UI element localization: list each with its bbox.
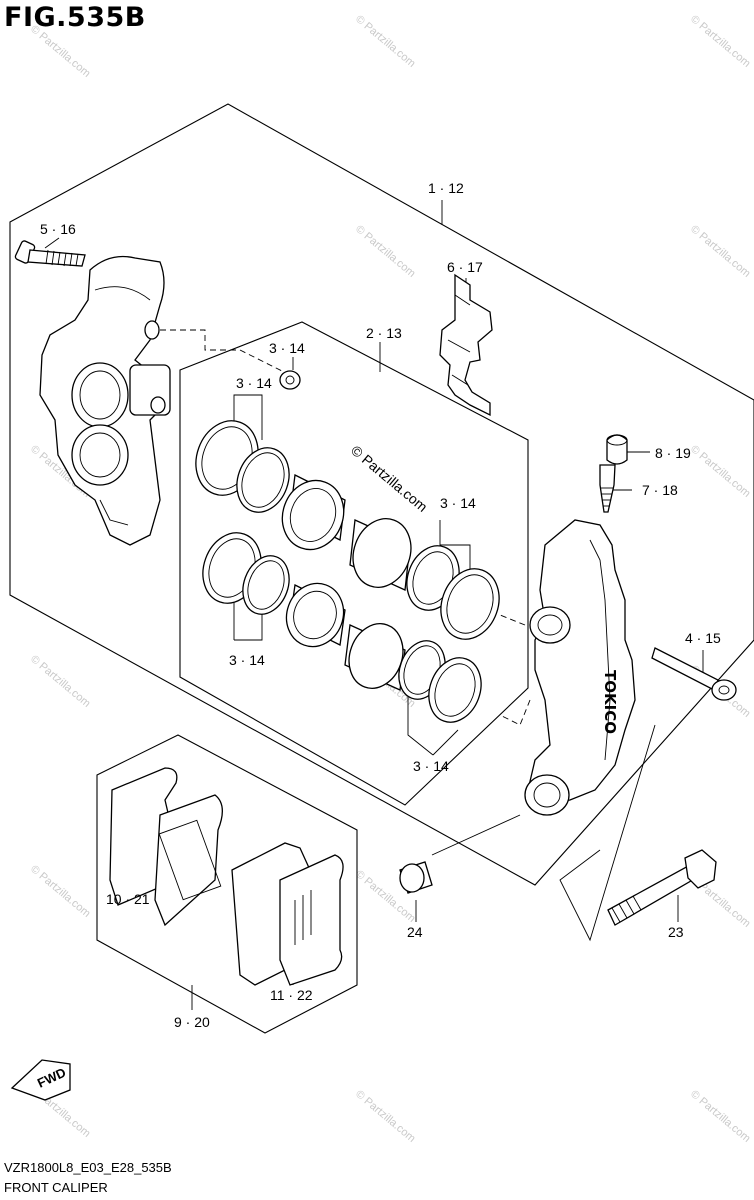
pad-pin [651,647,737,701]
caliper-bolt [607,849,717,926]
callout-24: 24 [407,924,423,940]
watermark-text: © Partzilla.com [353,1088,417,1145]
figure-title: FIG.535B [4,2,146,33]
piston-seals-and-pistons [195,420,500,723]
callout-2-13: 2 · 13 [366,325,402,341]
callout-7-18: 7 · 18 [642,482,678,498]
caliper-brand-logo: TOKICO [601,670,619,734]
callout-3-14-lower-left: 3 · 14 [229,652,265,668]
watermark-text: © Partzilla.com [688,1088,752,1145]
callout-3-14-upper-right: 3 · 14 [440,495,476,511]
watermark-text: © Partzilla.com [28,653,92,710]
watermark-main: © Partzilla.com [348,442,431,515]
caliper-half-right: TOKICO [524,519,636,816]
bleeder-valve [599,464,616,513]
callout-1-12: 1 · 12 [428,180,464,196]
forward-direction-arrow: FWD [10,1059,71,1101]
callout-labels: 1 · 12 5 · 16 6 · 17 2 · 13 3 · 14 3 · 1… [40,180,721,1030]
brake-pad-11 [231,842,344,986]
callout-23: 23 [668,924,684,940]
pad-spring [439,273,493,417]
model-code: VZR1800L8_E03_E28_535B [4,1160,172,1175]
callout-3-14-lower-right: 3 · 14 [413,758,449,774]
callout-8-19: 8 · 19 [655,445,691,461]
mounting-bolt-5 [14,240,86,267]
caliper-half-left [39,255,171,546]
callout-3-14-washer: 3 · 14 [269,340,305,356]
callout-9-20: 9 · 20 [174,1014,210,1030]
bleeder-cap [606,434,628,465]
pad-set-boundary [96,734,358,1034]
watermark-text: © Partzilla.com [688,13,752,70]
leader-lines [44,200,704,1010]
watermark-text: © Partzilla.com [688,223,752,280]
callout-11-22: 11 · 22 [270,987,313,1003]
watermark-text: © Partzilla.com [688,443,752,500]
brake-pad-10 [109,767,223,927]
callout-5-16: 5 · 16 [40,221,76,237]
callout-4-15: 4 · 15 [685,630,721,646]
washer-small [279,370,301,390]
watermark-text: © Partzilla.com [28,863,92,920]
watermark-text: © Partzilla.com [353,223,417,280]
figure-caption: FRONT CALIPER [4,1180,108,1195]
caliper-assembly-boundary [9,103,754,886]
callout-3-14-upper-left: 3 · 14 [236,375,272,391]
callout-10-21: 10 · 21 [106,891,150,907]
collar [399,861,433,894]
callout-6-17: 6 · 17 [447,259,483,275]
piston-kit-boundary [179,321,529,806]
watermark-text: © Partzilla.com [353,13,417,70]
watermark-text: © Partzilla.com [28,23,92,80]
